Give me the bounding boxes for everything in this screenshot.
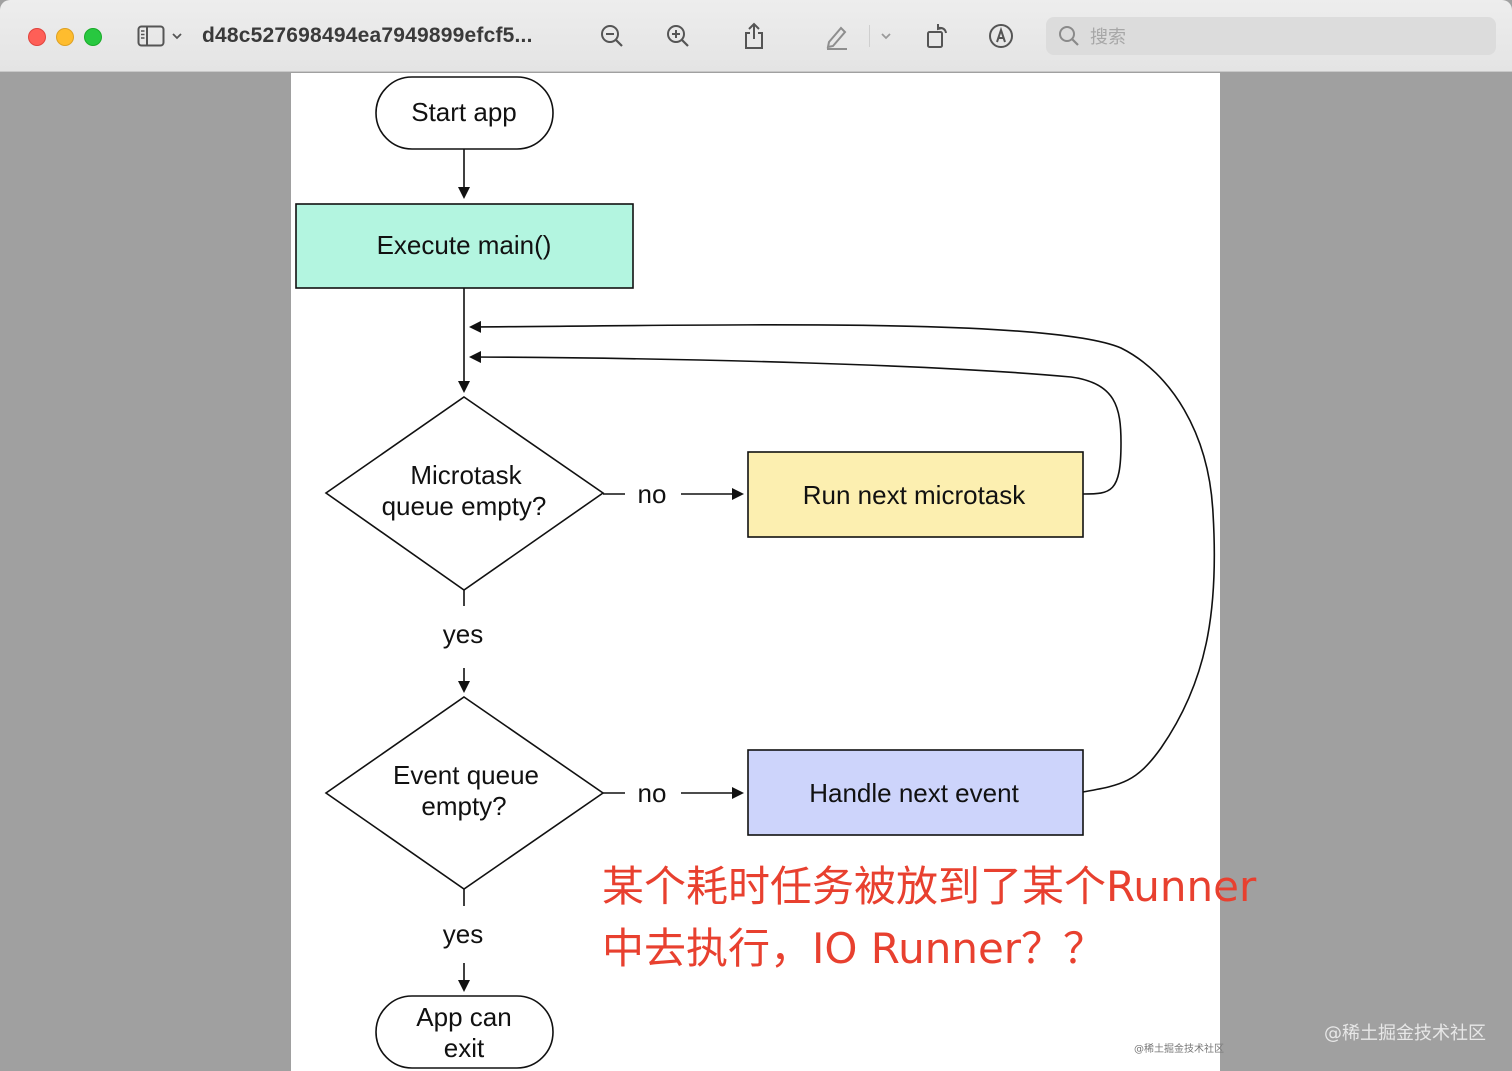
page-watermark: @稀土掘金技术社区 <box>1134 1044 1224 1055</box>
exit-label-line1: App can <box>416 1002 511 1032</box>
annotation-line2: 中去执行，IO Runner？？ <box>602 924 1106 973</box>
window-toolbar: d48c527698494ea7949899efcf5... <box>0 0 1512 72</box>
flowchart-diagram: Start app Execute main() Microtask queue… <box>295 76 1216 1069</box>
zoom-in-icon[interactable] <box>664 20 692 52</box>
close-window-button[interactable] <box>28 28 46 46</box>
execute-main-node <box>295 203 634 289</box>
microtask-question-line1: Microtask <box>410 460 522 490</box>
toolbar-divider <box>868 25 870 47</box>
document-page: Start app Execute main() Microtask queue… <box>291 73 1220 1071</box>
exit-label-line2: exit <box>444 1033 485 1063</box>
handle-event-label: Handle next event <box>809 778 1019 808</box>
annotation-line1: 某个耗时任务被放到了某个Runner <box>602 862 1257 911</box>
run-microtask-label: Run next microtask <box>803 480 1027 510</box>
microtask-no-label: no <box>638 479 667 509</box>
microtask-loop-back-arrow <box>469 351 1122 495</box>
highlight-pen-icon[interactable] <box>822 20 852 52</box>
event-question-line1: Event queue <box>393 760 539 790</box>
red-annotation: 某个耗时任务被放到了某个Runner 中去执行，IO Runner？？ <box>602 856 1402 980</box>
execute-main-label: Execute main() <box>377 230 552 260</box>
share-icon[interactable] <box>740 20 768 52</box>
event-loop-back-arrow <box>469 320 1216 793</box>
markup-options-chevron-icon[interactable] <box>879 20 893 52</box>
search-field[interactable] <box>1046 17 1496 55</box>
event-yes-label: yes <box>443 919 483 949</box>
microtask-yes-label: yes <box>443 619 483 649</box>
zoom-out-icon[interactable] <box>598 20 626 52</box>
minimize-window-button[interactable] <box>56 28 74 46</box>
chevron-down-icon[interactable] <box>170 20 184 52</box>
sidebar-toggle-icon[interactable] <box>136 20 166 52</box>
search-input[interactable] <box>1088 21 1482 53</box>
corner-watermark: @稀土掘金技术社区 <box>1324 1023 1486 1044</box>
markup-icon[interactable] <box>987 20 1015 52</box>
document-title: d48c527698494ea7949899efcf5... <box>202 24 533 47</box>
event-no-label: no <box>638 778 667 808</box>
event-question-line2: empty? <box>421 791 506 821</box>
search-icon <box>1058 25 1080 52</box>
app-can-exit-node <box>375 995 554 1069</box>
start-app-label: Start app <box>411 97 517 127</box>
handle-event-node <box>747 749 1084 836</box>
run-microtask-node <box>747 451 1084 538</box>
zoom-window-button[interactable] <box>84 28 102 46</box>
microtask-question-line2: queue empty? <box>382 491 547 521</box>
rotate-icon[interactable] <box>924 20 952 52</box>
